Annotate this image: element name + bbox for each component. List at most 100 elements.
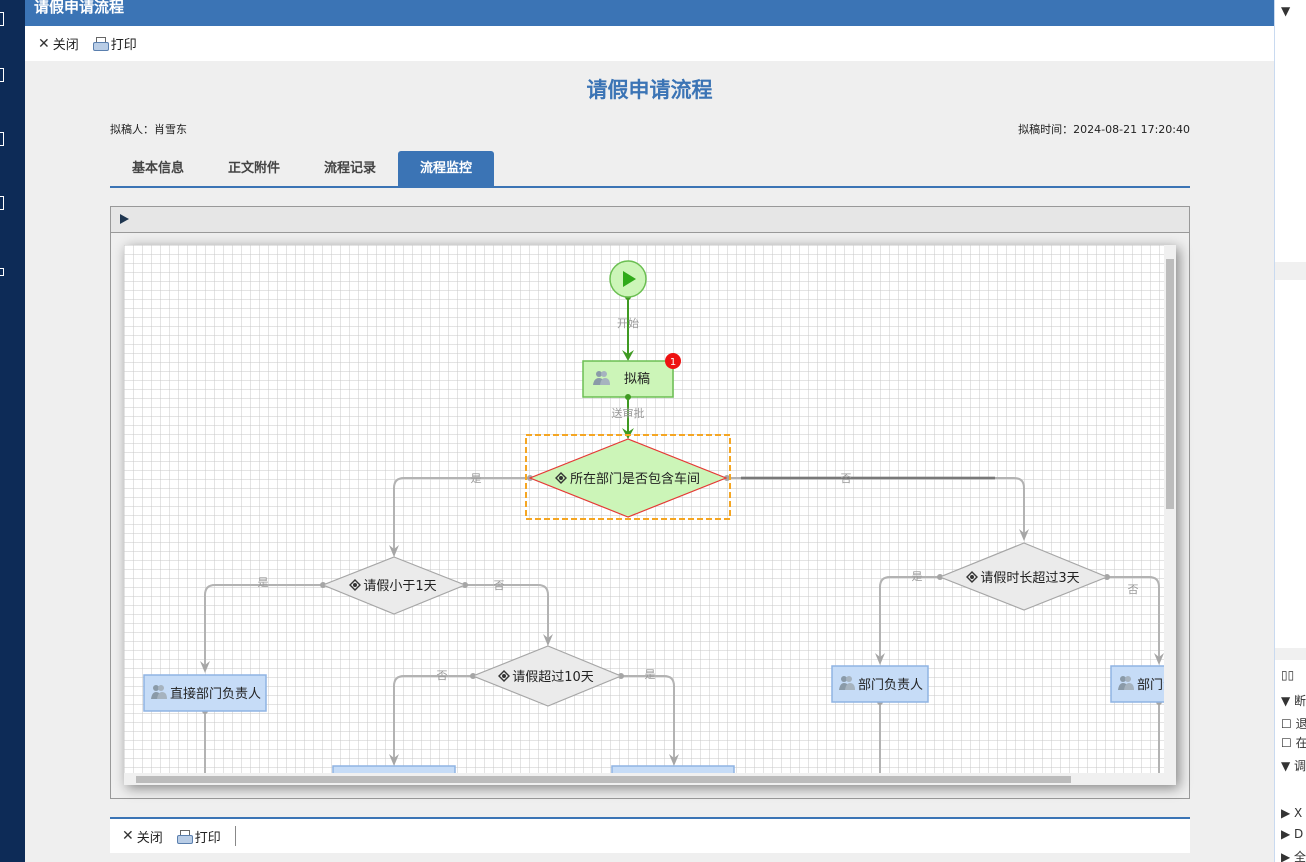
task-node-direct-manager[interactable]: 直接部门负责人 [143,674,267,712]
pending-edge-arrows [200,529,1164,766]
edge-label-start: 开始 [617,316,639,330]
separator [234,826,236,846]
left-nav-sidebar [0,0,25,862]
tab-flow-records[interactable]: 流程记录 [324,161,377,176]
devtools-highlight-row [1275,262,1306,280]
edge-hover-highlight [741,476,995,480]
nav-item-icon[interactable] [0,132,4,146]
devtools-row[interactable]: ▼ [1281,4,1291,18]
task-node-draft[interactable]: 拟稿 [582,360,674,398]
bottom-toolbar: ✕ 关闭 打印 [110,817,1190,853]
edge-label-no: 否 [437,669,448,682]
edge-label-no: 否 [494,579,505,592]
devtools-section[interactable]: ▶ D [1281,827,1304,841]
pause-icon[interactable]: ▯▯ [1281,668,1295,682]
devtools-scrollbar[interactable] [1275,648,1306,660]
devtools-section[interactable]: ▶ X [1281,806,1303,820]
devtools-section-callstack[interactable]: ▼ 调 [1281,759,1306,773]
tab-basic-info[interactable]: 基本信息 [132,161,185,176]
decision-label: 请假小于1天 [363,579,436,594]
condition-icon [498,670,510,682]
nav-item-icon[interactable] [0,68,4,82]
task-label: 部门负责人 [858,678,923,693]
expand-toggle-icon[interactable] [120,214,129,224]
start-node[interactable] [609,260,647,298]
decision-node-dept-workshop[interactable]: 所在部门是否包含车间 [528,438,728,518]
decision-node-less-than-1-day[interactable]: 请假小于1天 [321,556,467,615]
vertical-scrollbar[interactable] [1164,245,1176,773]
nav-item-icon[interactable] [0,12,4,26]
task-label: 部门负责人 [1137,678,1164,693]
user-group-icon [151,685,167,699]
flow-canvas-viewport: 开始 拟稿 [124,245,1176,785]
close-button[interactable]: ✕ 关闭 [38,34,79,54]
edge-label-no: 否 [841,472,852,485]
horizontal-scrollbar[interactable] [124,773,1176,785]
decision-label: 请假时长超过3天 [980,571,1079,586]
notification-badge: 1 [665,353,681,369]
decision-label: 所在部门是否包含车间 [570,471,700,487]
printer-icon [176,829,193,844]
close-icon: ✕ [38,35,50,52]
task-node-dept-manager[interactable]: 部门负责人 [831,665,929,703]
page-title: 请假申请流程 [586,78,713,102]
devtools-checkbox[interactable]: ☐ 在 [1281,736,1306,750]
close-icon: ✕ [122,828,134,844]
devtools-panel: ▼ ▯▯ ▼ 断 ☐ 退 ☐ 在 ▼ 调 ▶ X ▶ D ▶ 全 [1274,0,1306,862]
task-label-draft: 拟稿 [624,371,650,387]
drafter-label: 拟稿人： [110,123,154,136]
svg-text:1: 1 [670,357,676,368]
print-button[interactable]: 打印 [92,34,137,53]
user-group-icon [1118,676,1134,690]
drafter-info: 拟稿人：肖雪东 [110,121,187,137]
task-node-partial[interactable] [332,765,456,773]
flow-diagram: 开始 拟稿 [143,260,1164,773]
user-group-icon [839,676,855,690]
edge-label-yes: 是 [645,668,656,681]
task-label: 直接部门负责人 [170,686,261,702]
task-node-partial[interactable] [611,765,735,773]
panel-header [111,207,1189,233]
decision-node-more-than-10-days[interactable]: 请假超过10天 [471,645,623,707]
print-label: 打印 [110,38,137,53]
edge-label-no: 否 [1128,583,1139,596]
edge-label-yes: 是 [912,570,923,583]
devtools-section-breakpoints[interactable]: ▼ 断 [1281,694,1306,708]
print-label: 打印 [194,830,221,846]
tab-attachments[interactable]: 正文附件 [228,161,281,176]
top-toolbar: ✕ 关闭 打印 [25,26,1274,61]
scroll-thumb[interactable] [1166,259,1174,509]
condition-icon [966,571,978,583]
drafter-name: 肖雪东 [154,123,187,136]
play-icon [623,271,636,287]
print-button[interactable]: 打印 [176,827,221,846]
user-group-icon [593,371,610,385]
printer-icon [92,37,109,51]
tab-bar: 基本信息 正文附件 流程记录 流程监控 [110,151,1190,188]
devtools-section[interactable]: ▶ 全 [1281,850,1306,862]
scroll-thumb[interactable] [136,776,1071,783]
decision-node-more-than-3-days[interactable]: 请假时长超过3天 [938,542,1109,611]
edge-submit[interactable] [622,394,634,439]
flow-monitor-panel: 开始 拟稿 [110,206,1190,799]
edge-label-yes: 是 [258,576,269,589]
pending-edges [204,477,1160,773]
close-label: 关闭 [136,830,163,846]
task-node-dept-manager[interactable]: 部门负责人 [1110,665,1164,703]
draft-time-info: 拟稿时间：2024-08-21 17:20:40 [1018,121,1190,137]
tab-flow-monitor[interactable]: 流程监控 [398,151,495,186]
window-title-bar: 请假申请流程 [25,0,1274,26]
window-title: 请假申请流程 [34,0,125,16]
draft-time-label: 拟稿时间： [1018,123,1074,136]
decision-label: 请假超过10天 [512,670,594,685]
edge-label-submit: 送审批 [612,406,645,420]
condition-icon [555,472,567,484]
main-window: 请假申请流程 ✕ 关闭 打印 请假申请流程 拟稿人：肖雪东 拟稿时间：2024-… [25,0,1274,862]
nav-item-icon[interactable] [0,268,4,276]
nav-item-icon[interactable] [0,196,4,210]
close-label: 关闭 [52,38,79,53]
selection-box [525,434,731,520]
close-button[interactable]: ✕ 关闭 [122,827,163,846]
flow-canvas: 开始 拟稿 [124,245,1164,773]
devtools-checkbox[interactable]: ☐ 退 [1281,717,1306,731]
